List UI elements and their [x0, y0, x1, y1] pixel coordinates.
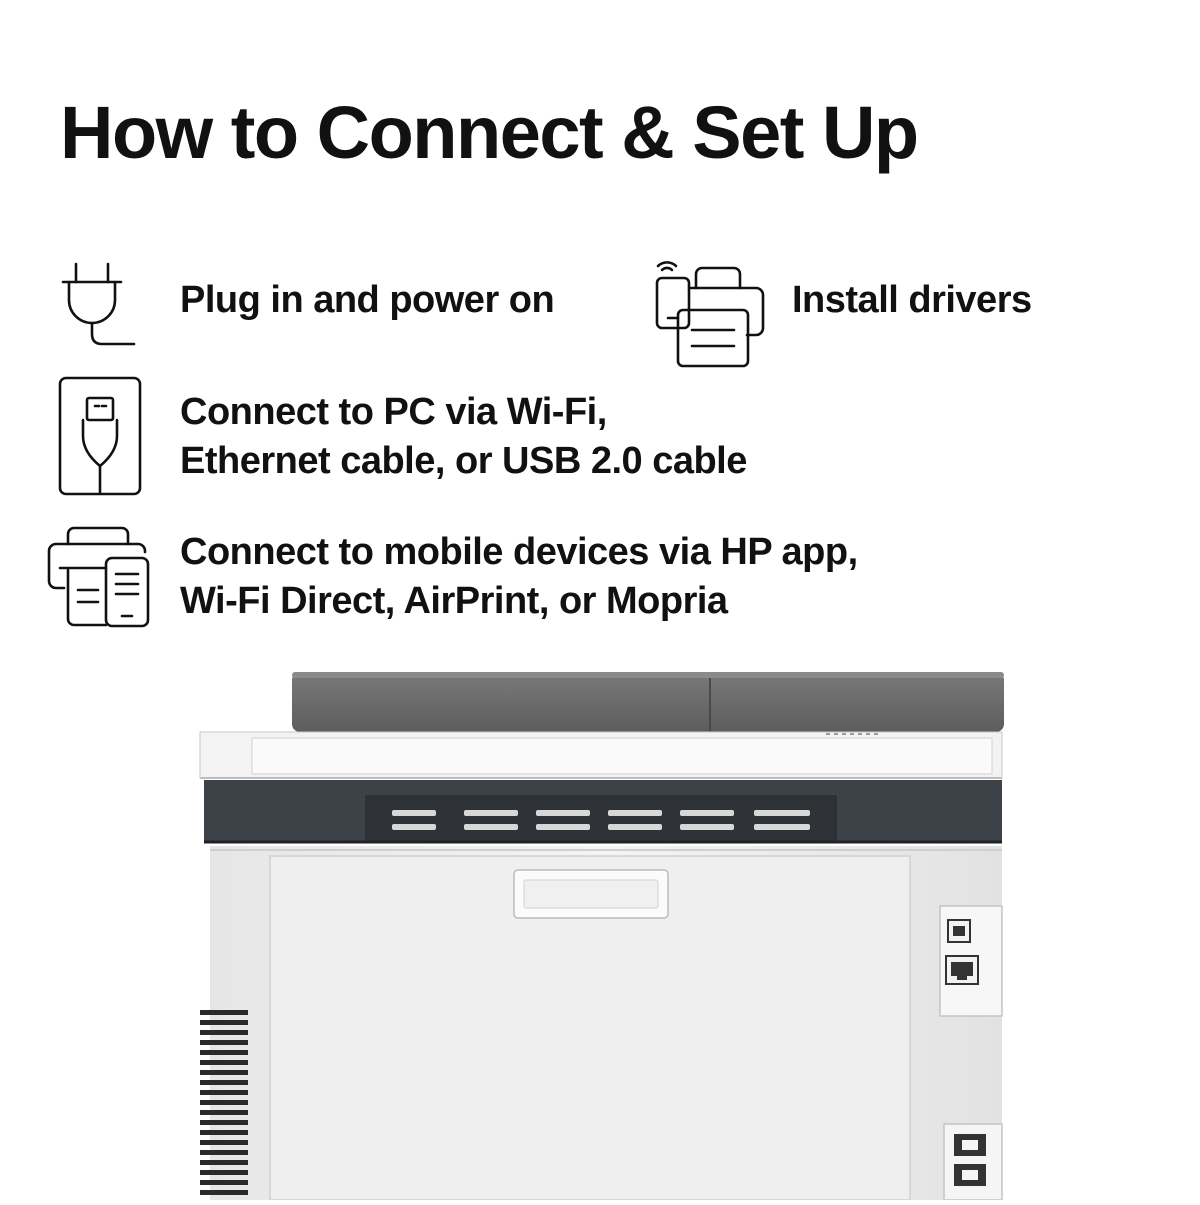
dark-band: [204, 780, 1002, 844]
feature-pc-text: Connect to PC via Wi-Fi, Ethernet cable,…: [180, 388, 747, 486]
feature-mobile-line2: Wi-Fi Direct, AirPrint, or Mopria: [180, 580, 728, 622]
feature-drivers-text: Install drivers: [792, 276, 1032, 325]
phone-printer-icon: [652, 258, 768, 372]
feature-pc-line1: Connect to PC via Wi-Fi,: [180, 391, 607, 433]
printer-rear-illustration: [0, 660, 1200, 1205]
feature-pc-line2: Ethernet cable, or USB 2.0 cable: [180, 440, 747, 482]
scanner-bed: [199, 731, 1003, 779]
feature-plug-text: Plug in and power on: [180, 276, 555, 325]
feature-drivers-line1: Install drivers: [792, 279, 1032, 321]
printer-mobile-icon: [46, 522, 156, 630]
feature-mobile-text: Connect to mobile devices via HP app, Wi…: [180, 528, 858, 626]
page-title: How to Connect & Set Up: [60, 91, 919, 174]
usb-cable-icon: [58, 376, 144, 498]
printer-body: [200, 846, 1003, 1201]
feature-plug-line1: Plug in and power on: [180, 279, 555, 321]
feature-mobile-line1: Connect to mobile devices via HP app,: [180, 531, 858, 573]
power-plug-icon: [58, 262, 142, 354]
adf-lid: [292, 672, 1004, 732]
